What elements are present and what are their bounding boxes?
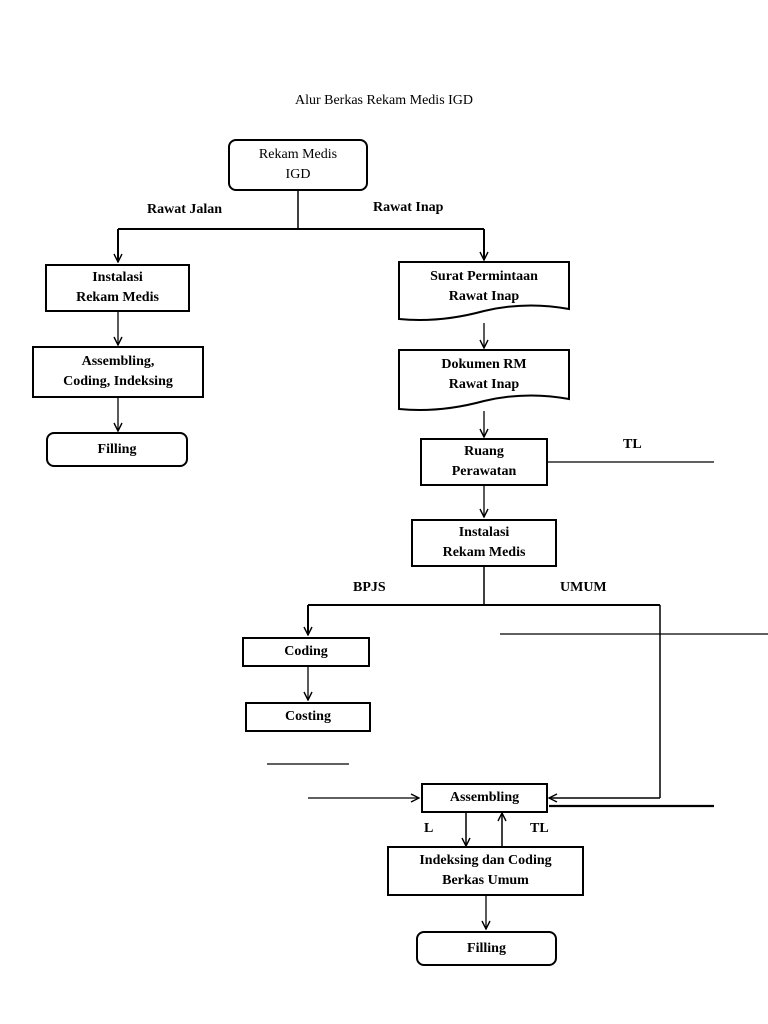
label-tl-bottom: TL: [530, 821, 549, 836]
node-dokumen-label: Dokumen RM Rawat Inap: [441, 357, 527, 392]
node-surat-permintaan-rawat-inap: Surat Permintaan Rawat Inap: [398, 261, 570, 325]
document-shape: [398, 349, 570, 411]
label-rawat-inap: Rawat Inap: [373, 200, 444, 215]
label-bpjs: BPJS: [353, 580, 386, 595]
diagram-title: Alur Berkas Rekam Medis IGD: [294, 93, 474, 108]
node-costing: Costing: [245, 702, 371, 732]
node-coding: Coding: [242, 637, 370, 667]
node-filling-left: Filling: [46, 432, 188, 467]
node-surat-label: Surat Permintaan Rawat Inap: [430, 269, 538, 304]
node-rekam-medis-igd: Rekam Medis IGD: [228, 139, 368, 191]
document-shape: [398, 261, 570, 321]
node-assembling: Assembling: [421, 783, 548, 813]
node-instalasi-rekam-medis-right: Instalasi Rekam Medis: [411, 519, 557, 567]
node-dokumen-rm-rawat-inap: Dokumen RM Rawat Inap: [398, 349, 570, 415]
node-indeksing-dan-coding-berkas-umum: Indeksing dan Coding Berkas Umum: [387, 846, 584, 896]
node-instalasi-rekam-medis-left: Instalasi Rekam Medis: [45, 264, 190, 312]
label-tl-top: TL: [623, 437, 642, 452]
label-rawat-jalan: Rawat Jalan: [147, 202, 223, 217]
label-umum: UMUM: [560, 580, 607, 595]
label-l: L: [424, 821, 434, 836]
node-ruang-perawatan: Ruang Perawatan: [420, 438, 548, 486]
node-filling-right: Filling: [416, 931, 557, 966]
node-assembling-coding-indeksing: Assembling, Coding, Indeksing: [32, 346, 204, 398]
